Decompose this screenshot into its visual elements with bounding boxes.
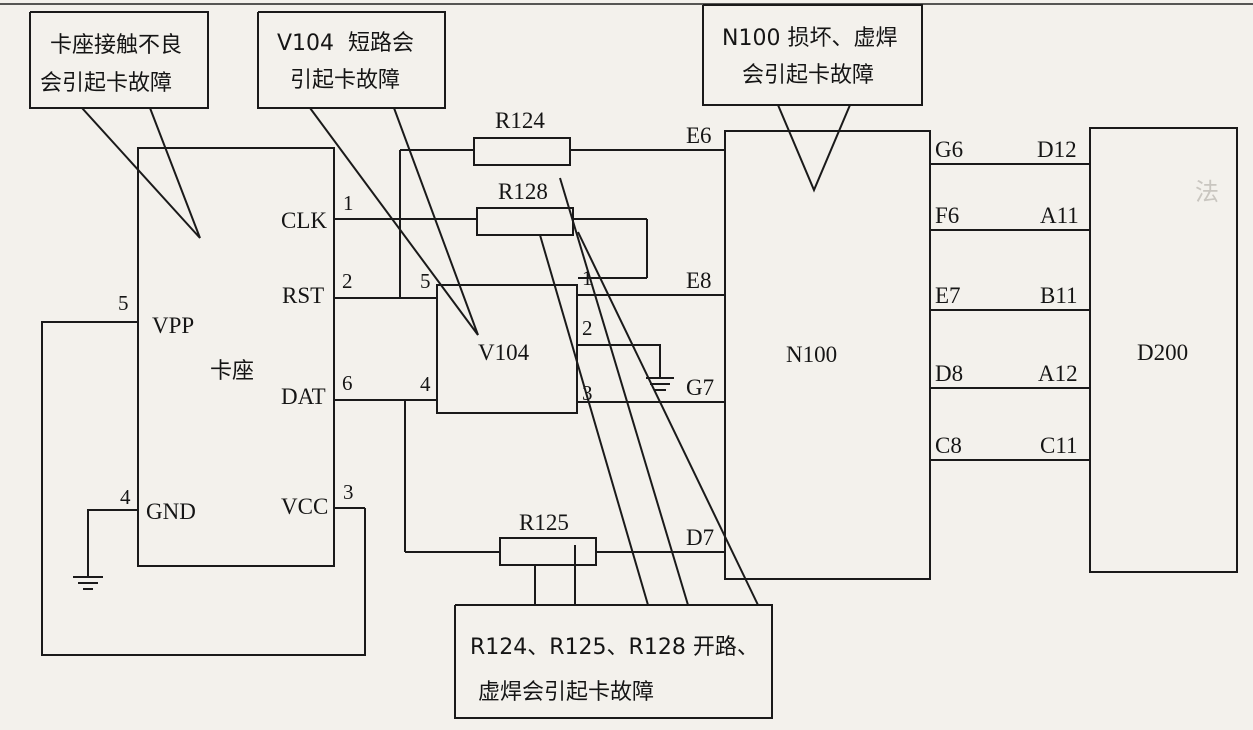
v104-pin5: 5 bbox=[420, 269, 431, 293]
callout-card-socket-line1: 卡座接触不良 bbox=[50, 33, 182, 58]
pointer-card-socket bbox=[81, 107, 201, 239]
d200-body bbox=[1089, 127, 1238, 573]
resistor-label-r125: R125 bbox=[519, 510, 569, 535]
resistor-label-r124: R124 bbox=[495, 108, 545, 133]
callout-box-card-socket bbox=[29, 11, 209, 109]
v104-pin3: 3 bbox=[582, 381, 593, 405]
d200-pin-b11: B11 bbox=[1040, 283, 1078, 308]
resistor-label-r128: R128 bbox=[498, 179, 548, 204]
n100-pin-g6: G6 bbox=[935, 137, 963, 162]
v104-label: V104 bbox=[478, 340, 530, 365]
card-socket-body bbox=[137, 147, 335, 567]
d200-pin-a12: A12 bbox=[1038, 361, 1078, 386]
n100-label: N100 bbox=[786, 342, 837, 367]
v104-pin2: 2 bbox=[582, 316, 593, 340]
n100-pin-f6: F6 bbox=[935, 203, 959, 228]
n100-body bbox=[724, 130, 931, 580]
callout-box-resistors bbox=[454, 604, 773, 719]
callout-v104-line1: V104 短路会 bbox=[277, 31, 414, 56]
pin-label-gnd: GND bbox=[146, 499, 196, 524]
pin-num-vpp: 5 bbox=[118, 291, 129, 315]
v104-pin1: 1 bbox=[582, 266, 593, 290]
pin-num-vcc: 3 bbox=[343, 480, 354, 504]
n100-pin-d7: D7 bbox=[686, 525, 714, 550]
callout-resistors-line1: R124、R125、R128 开路、 bbox=[470, 635, 759, 660]
n100-pin-e8: E8 bbox=[686, 268, 712, 293]
d200-pin-c11: C11 bbox=[1040, 433, 1078, 458]
svg-text:法: 法 bbox=[1195, 178, 1219, 206]
callout-n100-line1: N100 损坏、虚焊 bbox=[722, 26, 897, 51]
pin-label-clk: CLK bbox=[281, 208, 327, 233]
callout-n100-line2: 会引起卡故障 bbox=[742, 63, 874, 88]
n100-pin-c8: C8 bbox=[935, 433, 962, 458]
pin-num-dat: 6 bbox=[342, 371, 353, 395]
pointer-n100 bbox=[777, 104, 851, 193]
pin-num-gnd: 4 bbox=[120, 485, 131, 509]
v104-pin4: 4 bbox=[420, 372, 431, 396]
pin-label-dat: DAT bbox=[281, 384, 326, 409]
d200-label: D200 bbox=[1137, 340, 1188, 365]
d200-pin-a11: A11 bbox=[1040, 203, 1079, 228]
pin-label-vcc: VCC bbox=[281, 494, 328, 519]
pin-label-vpp: VPP bbox=[152, 313, 194, 338]
n100-pin-g7: G7 bbox=[686, 375, 714, 400]
resistor-r125 bbox=[499, 537, 597, 566]
background-ghost-text: 法 bbox=[1195, 178, 1219, 206]
pin-label-rst: RST bbox=[282, 283, 324, 308]
callout-resistors-line2: 虚焊会引起卡故障 bbox=[478, 680, 654, 705]
wires bbox=[41, 149, 1090, 656]
callout-v104-line2: 引起卡故障 bbox=[290, 68, 400, 93]
callout-card-socket-line2: 会引起卡故障 bbox=[40, 71, 172, 96]
callout-box-v104 bbox=[257, 11, 446, 109]
n100-pin-e7: E7 bbox=[935, 283, 961, 308]
resistor-r128 bbox=[476, 207, 574, 236]
pin-num-clk: 1 bbox=[343, 191, 354, 215]
n100-pin-e6: E6 bbox=[686, 123, 712, 148]
pointer-v104 bbox=[309, 107, 479, 336]
n100-pin-d8: D8 bbox=[935, 361, 963, 386]
callout-box-n100 bbox=[702, 4, 923, 106]
v104-body bbox=[436, 284, 578, 414]
d200-pin-d12: D12 bbox=[1037, 137, 1077, 162]
pin-num-rst: 2 bbox=[342, 269, 353, 293]
resistor-r124 bbox=[473, 137, 571, 166]
card-socket-label: 卡座 bbox=[210, 359, 254, 384]
